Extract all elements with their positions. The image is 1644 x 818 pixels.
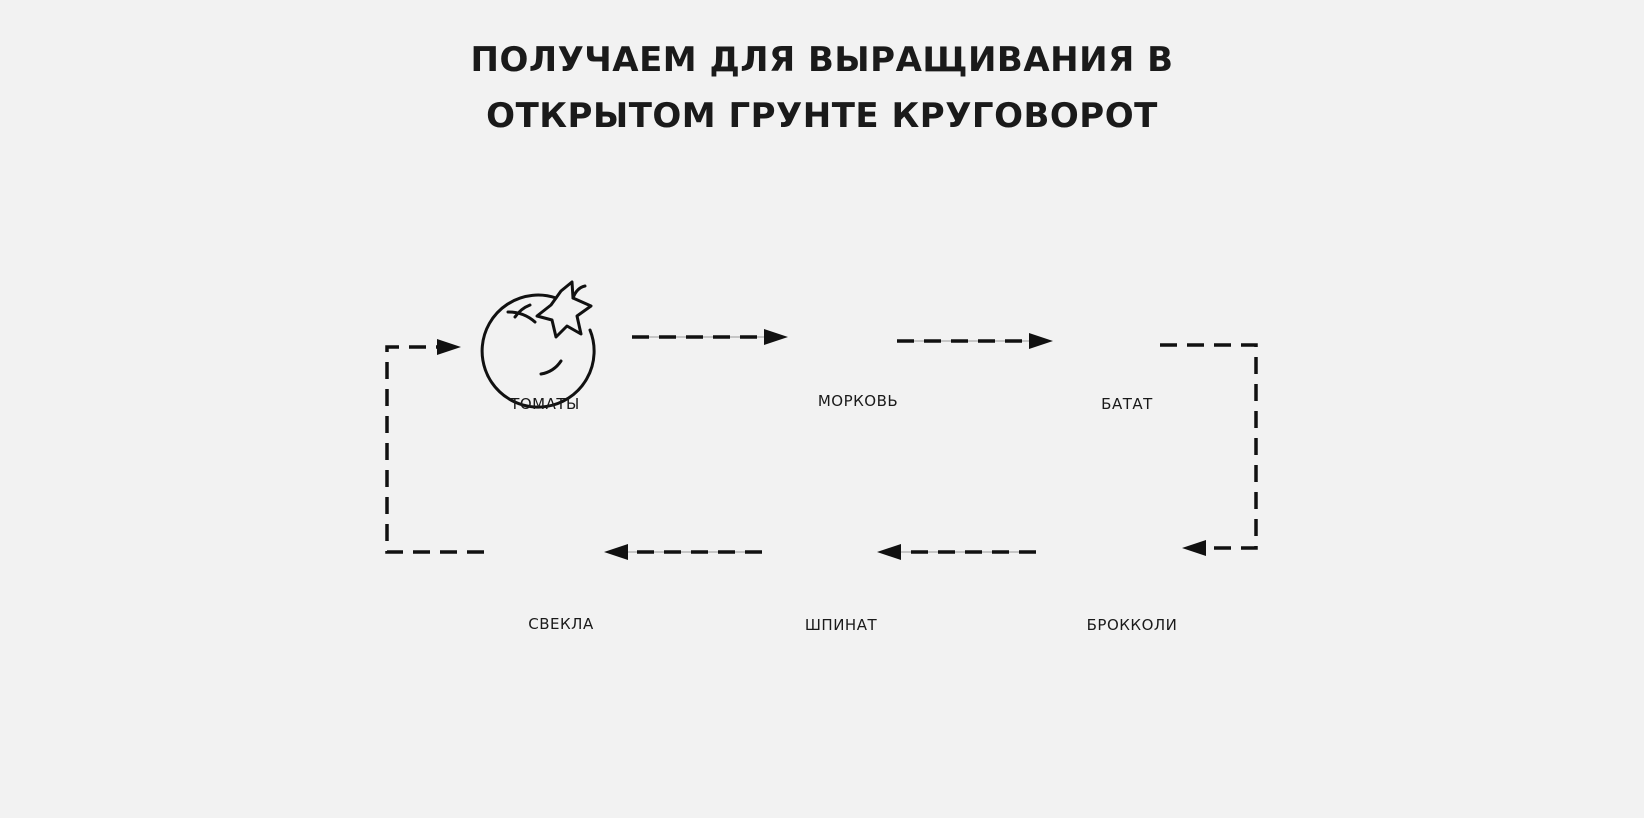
node-label-broccoli: БРОККОЛИ — [1086, 616, 1178, 634]
arrow-sweet-potato-to-broccoli — [1160, 343, 1258, 556]
arrow-beet-to-tomato — [385, 339, 484, 554]
title-line-2: ОТКРЫТОМ ГРУНТЕ КРУГОВОРОТ — [486, 96, 1158, 136]
node-label-tomato: ТОМАТЫ — [510, 395, 580, 413]
tomato-icon — [480, 280, 596, 409]
arrow-carrot-to-sweet-potato — [897, 333, 1053, 349]
arrow-tomato-to-carrot — [632, 329, 788, 345]
node-label-spinach: ШПИНАТ — [804, 616, 878, 634]
node-label-sweet-potato: БАТАТ — [1101, 395, 1153, 413]
arrow-spinach-to-beet — [604, 544, 762, 560]
title-line-1: ПОЛУЧАЕМ ДЛЯ ВЫРАЩИВАНИЯ В — [470, 40, 1174, 80]
node-label-carrot: МОРКОВЬ — [817, 392, 899, 410]
node-label-beet: СВЕКЛА — [528, 615, 594, 633]
page-title: ПОЛУЧАЕМ ДЛЯ ВЫРАЩИВАНИЯ В ОТКРЫТОМ ГРУН… — [0, 32, 1644, 144]
arrow-broccoli-to-spinach — [877, 544, 1036, 560]
